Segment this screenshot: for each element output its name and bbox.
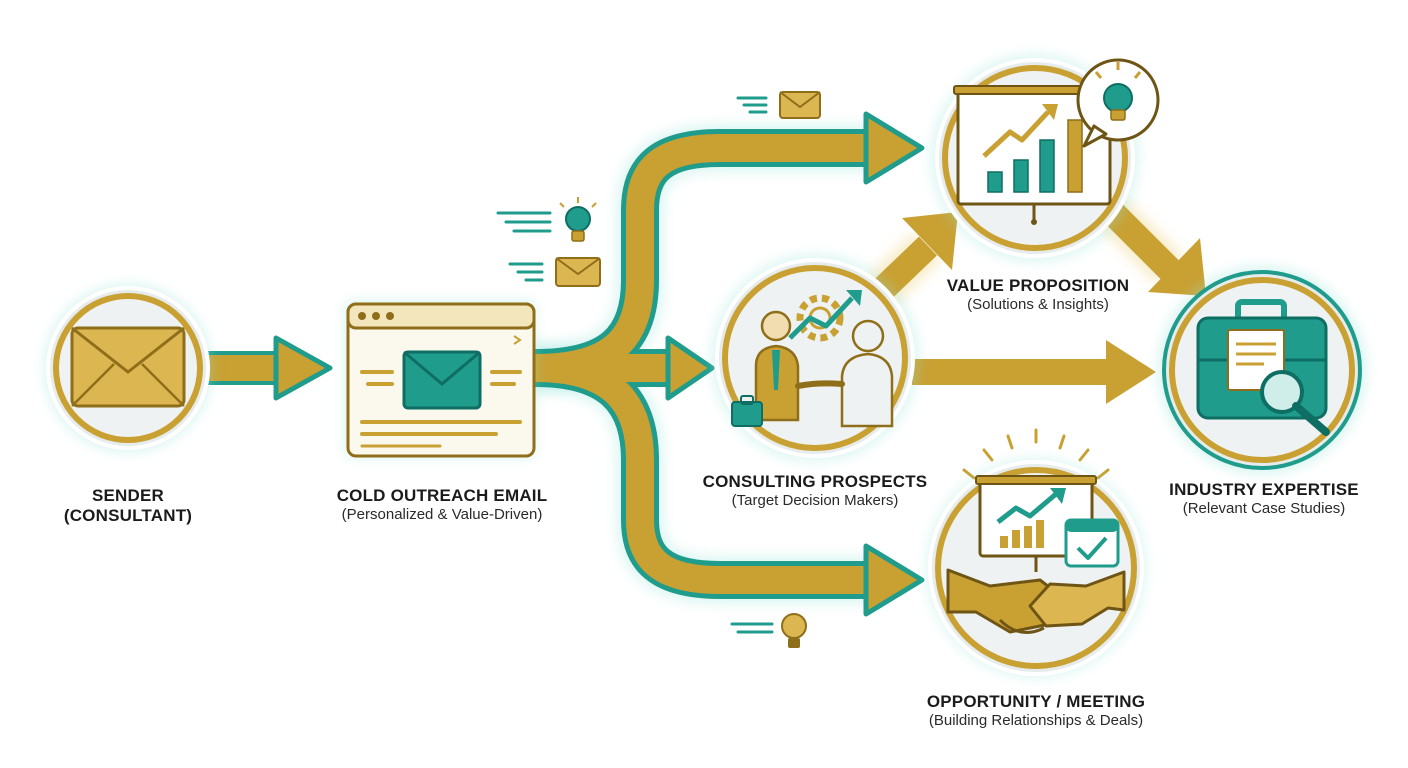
lightbulb-icon [730, 613, 807, 648]
flying-envelope-icon [736, 91, 821, 119]
opportunity-subtitle: (Building Relationships & Deals) [928, 712, 1144, 730]
connector-value-expertise [1097, 197, 1206, 296]
value-title: VALUE PROPOSITION [946, 276, 1130, 295]
prospects-node [711, 254, 919, 462]
expertise-node [1158, 266, 1366, 474]
opportunity-node [926, 428, 1146, 678]
opportunity-label: OPPORTUNITY / MEETING (Building Relation… [880, 692, 1192, 730]
lightbulb-bubble-icon [1076, 58, 1160, 148]
connector-email-branches [534, 111, 925, 617]
opportunity-title: OPPORTUNITY / MEETING [926, 692, 1146, 711]
email-node [344, 300, 536, 458]
sender-label: SENDER (CONSULTANT) [38, 486, 218, 527]
prospects-title: CONSULTING PROSPECTS [702, 472, 928, 491]
prospects-label: CONSULTING PROSPECTS (Target Decision Ma… [670, 472, 960, 510]
flying-envelope-icon [508, 257, 601, 287]
briefcase-magnifier-icon [1196, 299, 1330, 436]
sender-node [44, 284, 212, 452]
value-subtitle: (Solutions & Insights) [967, 296, 1109, 314]
browser-email-icon [402, 350, 482, 410]
expertise-title: INDUSTRY EXPERTISE [1169, 480, 1359, 499]
value-label: VALUE PROPOSITION (Solutions & Insights) [900, 276, 1176, 314]
connector-sender-email [184, 335, 333, 401]
sender-subtitle: (CONSULTANT) [63, 506, 193, 526]
expertise-subtitle: (Relevant Case Studies) [1182, 500, 1346, 518]
presentation-chart-icon [953, 85, 1115, 225]
burst-rays [962, 428, 1110, 480]
email-label: COLD OUTREACH EMAIL (Personalized & Valu… [292, 486, 592, 524]
expertise-label: INDUSTRY EXPERTISE (Relevant Case Studie… [1126, 480, 1402, 518]
value-node [931, 54, 1160, 262]
email-title: COLD OUTREACH EMAIL [336, 486, 548, 505]
prospects-subtitle: (Target Decision Makers) [731, 492, 899, 510]
sender-title: SENDER [91, 486, 165, 505]
handshake-people-icon [731, 290, 894, 428]
envelope-icon [70, 326, 186, 408]
lightbulb-icon [496, 197, 597, 242]
email-subtitle: (Personalized & Value-Driven) [341, 506, 543, 524]
connector-prospects-expertise [912, 340, 1156, 404]
handshake-deal-icon [946, 475, 1126, 634]
